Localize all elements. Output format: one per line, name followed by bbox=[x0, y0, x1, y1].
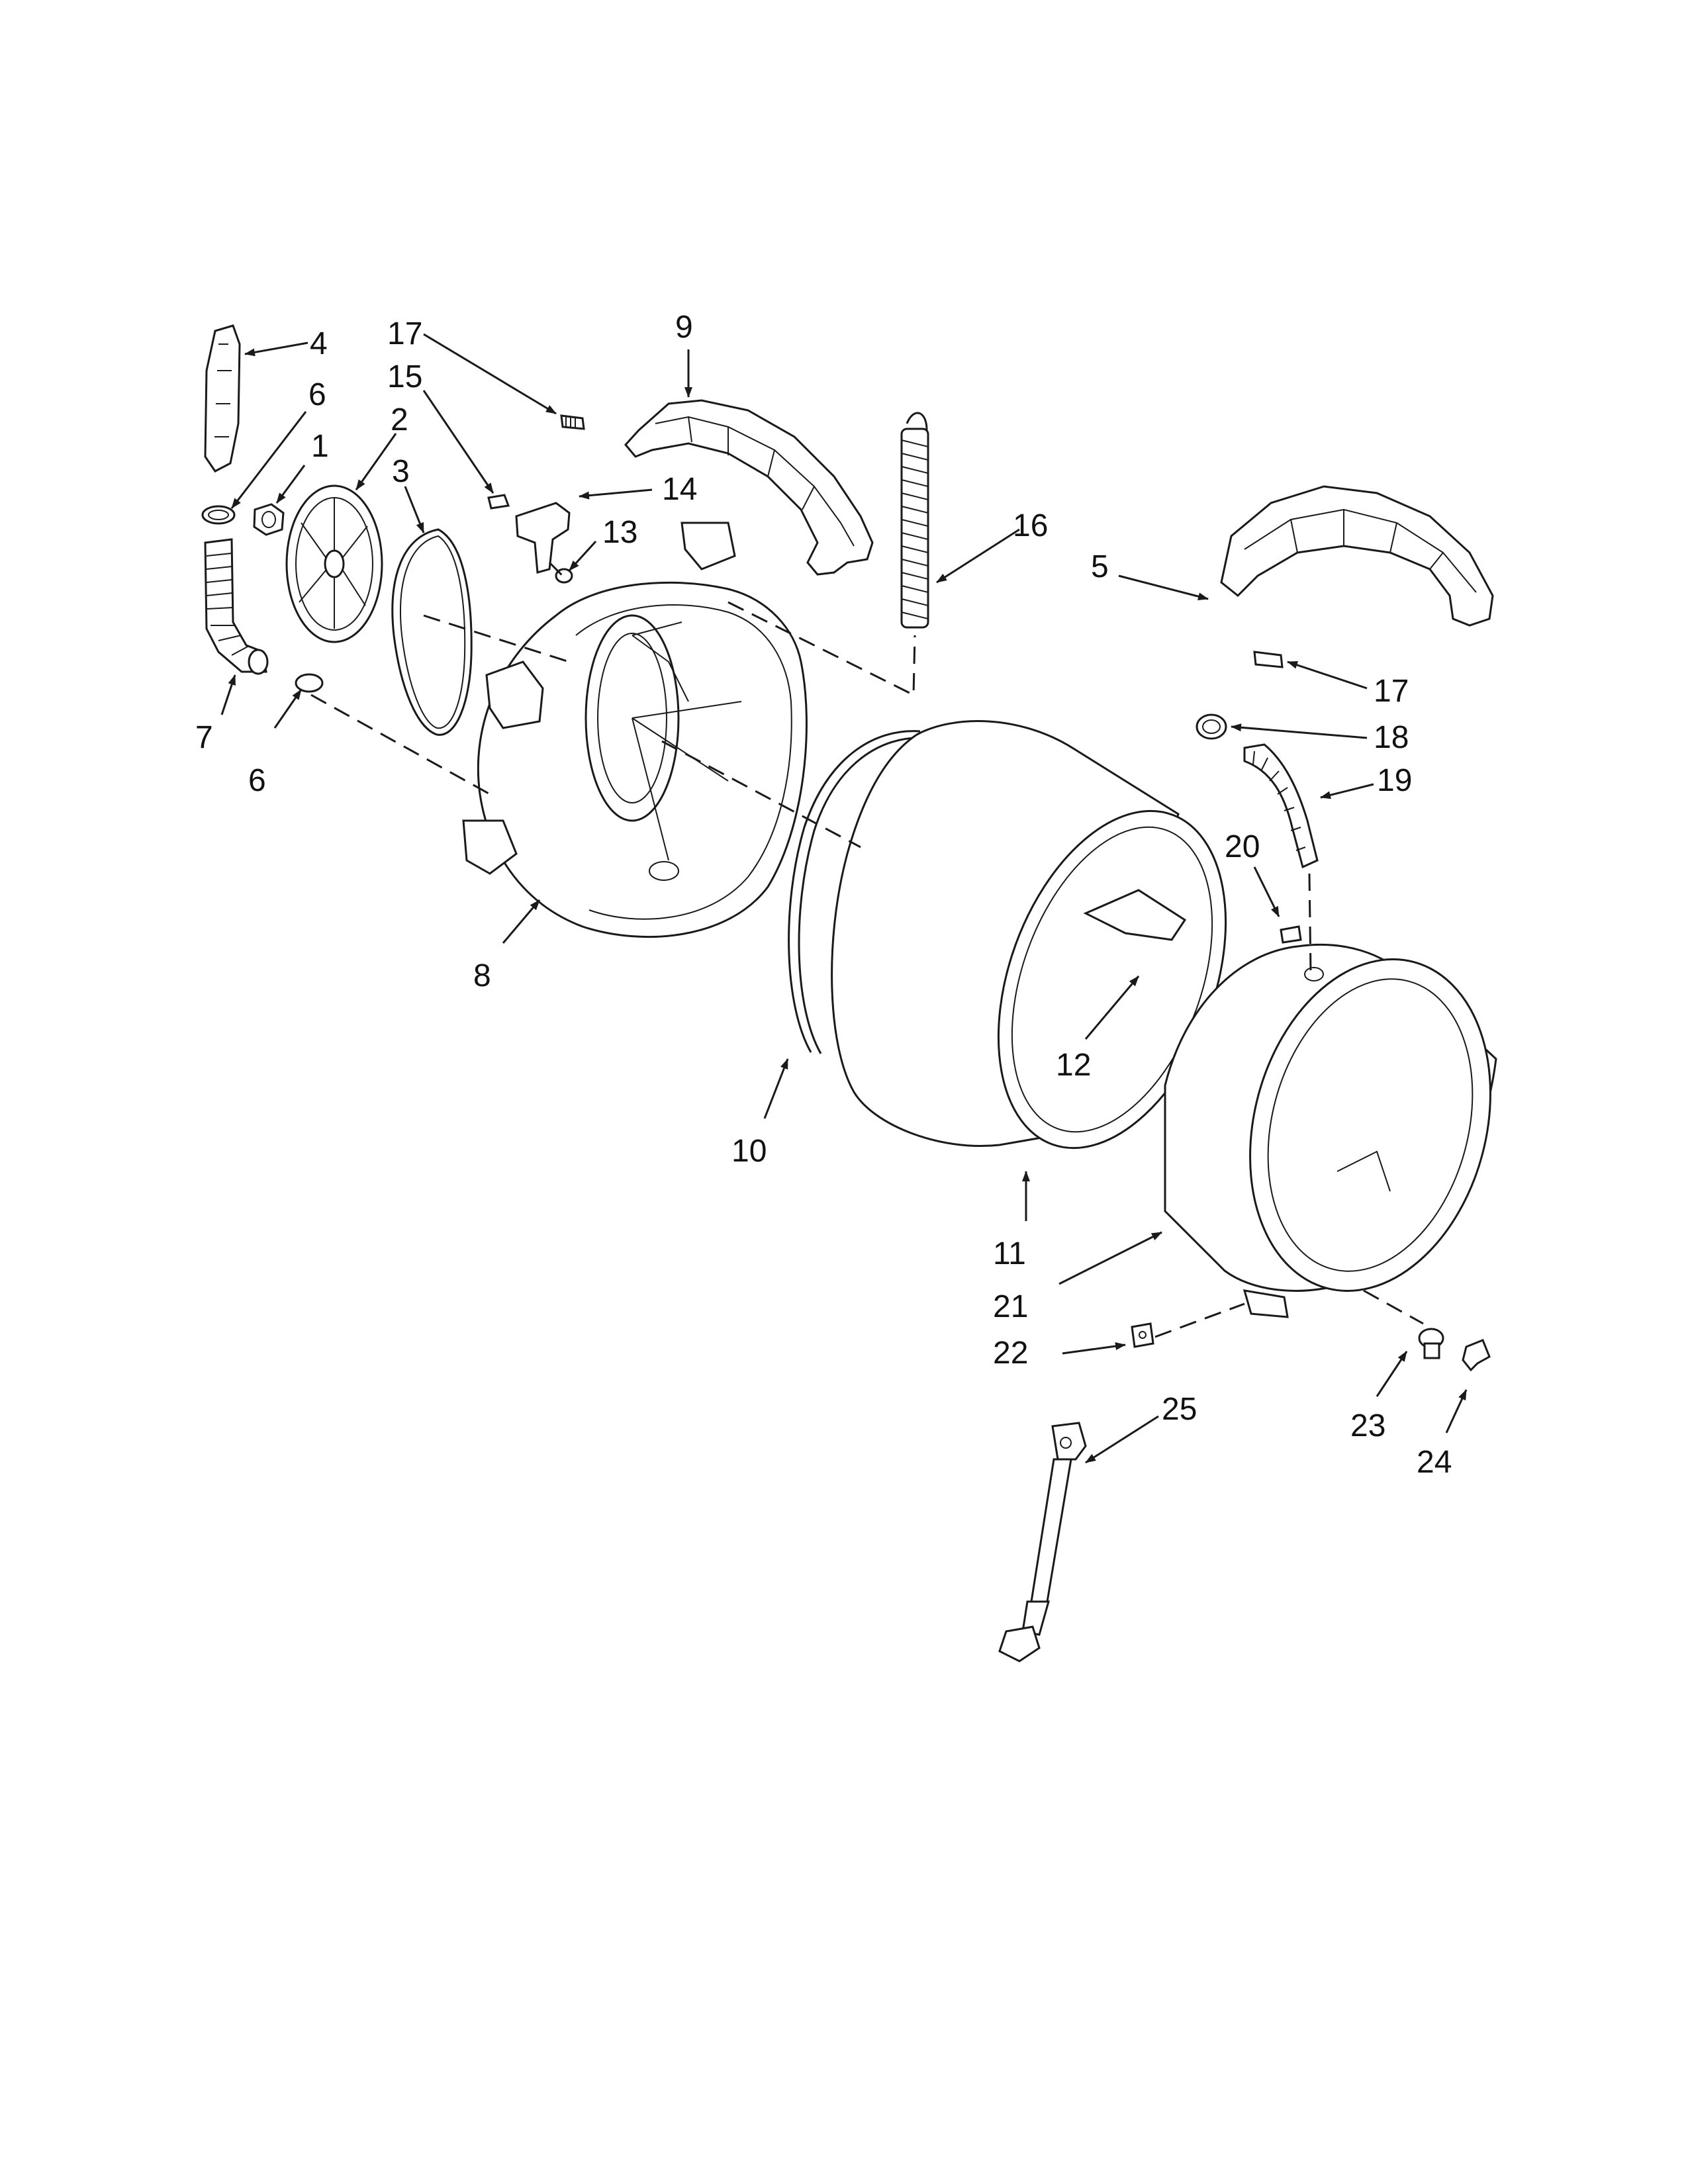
callout-7: 7 bbox=[195, 720, 213, 755]
clamp-ring-icon bbox=[201, 505, 236, 525]
front-tub-icon bbox=[1164, 944, 1497, 1318]
drum-basket-icon bbox=[831, 720, 1227, 1150]
callout-22: 22 bbox=[993, 1336, 1028, 1371]
callout-1: 1 bbox=[311, 429, 329, 464]
callout-13: 13 bbox=[602, 515, 637, 550]
screw-icon bbox=[1462, 1339, 1491, 1372]
callout-4: 5 bbox=[1091, 549, 1109, 584]
nut-icon bbox=[1418, 1328, 1444, 1359]
callout-3: 3 bbox=[392, 454, 410, 489]
callout-10: 10 bbox=[731, 1134, 767, 1169]
hose-icon bbox=[204, 538, 269, 675]
callout-12: 12 bbox=[1056, 1048, 1091, 1083]
callout-9: 9 bbox=[675, 310, 693, 345]
screw-icon bbox=[487, 494, 510, 510]
callout-18: 18 bbox=[1374, 720, 1409, 755]
screw-icon bbox=[560, 414, 585, 430]
callout-8: 8 bbox=[473, 958, 491, 993]
callout-16: 16 bbox=[1013, 508, 1048, 543]
seal-ring-icon bbox=[788, 730, 924, 1054]
bracket-icon bbox=[204, 324, 241, 473]
alignment-lines bbox=[310, 561, 1424, 1338]
callout-15: 15 bbox=[387, 359, 422, 394]
callout-2: 2 bbox=[391, 402, 408, 437]
leader-lines bbox=[220, 333, 1468, 1464]
spring-icon bbox=[900, 412, 929, 629]
callout-24: 24 bbox=[1417, 1445, 1452, 1480]
baffle-icon bbox=[1083, 889, 1187, 941]
bellows-hose-icon bbox=[1243, 743, 1319, 869]
callout-23: 23 bbox=[1350, 1408, 1385, 1443]
clamp-ring-icon bbox=[1196, 713, 1227, 740]
callout-6-top: 6 bbox=[308, 377, 326, 412]
counterweight-icon bbox=[1220, 485, 1494, 627]
callout-20: 20 bbox=[1225, 829, 1260, 864]
callout-17-top: 17 bbox=[387, 316, 422, 351]
clip-icon bbox=[1131, 1322, 1154, 1348]
counterweight-icon bbox=[624, 399, 874, 576]
shock-absorber-icon bbox=[998, 1422, 1087, 1662]
block-icon bbox=[1280, 925, 1302, 944]
callout-19: 19 bbox=[1377, 763, 1412, 798]
pulley-wheel-icon bbox=[285, 484, 383, 643]
rear-tub-icon bbox=[462, 522, 808, 938]
callout-labels: 4 6 1 2 3 17 15 9 14 13 16 5 17 18 19 20… bbox=[195, 310, 1452, 1480]
callout-17-right: 17 bbox=[1374, 674, 1409, 709]
callout-25: 25 bbox=[1162, 1392, 1197, 1427]
callout-5: 4 bbox=[310, 326, 328, 361]
drive-belt-icon bbox=[391, 528, 473, 736]
screw-icon bbox=[1253, 651, 1284, 668]
callout-11: 11 bbox=[993, 1236, 1026, 1271]
callout-14: 14 bbox=[662, 472, 697, 507]
callout-6-bottom: 6 bbox=[248, 763, 266, 798]
nut-icon bbox=[253, 503, 285, 536]
clamp-ring-icon bbox=[295, 673, 324, 693]
latch-icon bbox=[515, 502, 571, 574]
callout-21: 21 bbox=[993, 1289, 1028, 1324]
